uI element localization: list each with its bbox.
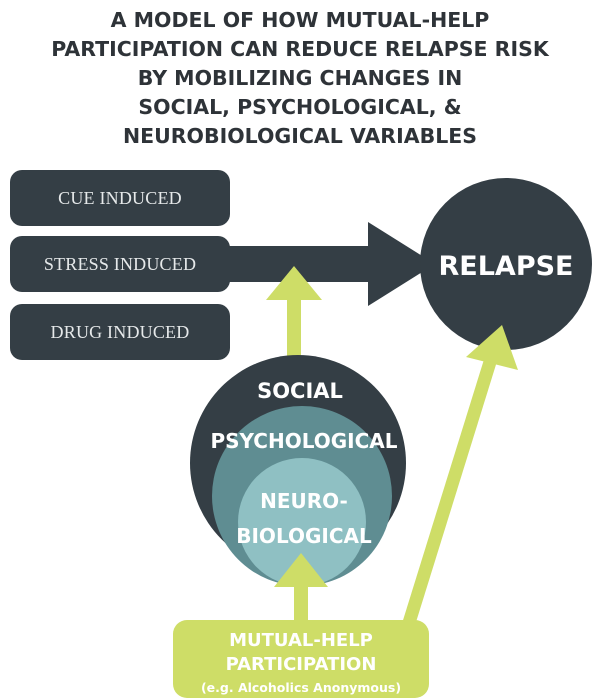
trigger-stress: STRESS INDUCED xyxy=(10,236,230,292)
neuro-label-line1: NEURO- xyxy=(260,489,348,513)
psychological-label: PSYCHOLOGICAL xyxy=(210,429,397,453)
trigger-label: CUE INDUCED xyxy=(58,188,182,208)
mutual-help-box: MUTUAL-HELP PARTICIPATION (e.g. Alcoholi… xyxy=(173,620,429,698)
trigger-label: DRUG INDUCED xyxy=(51,322,190,342)
mutual-help-line1: MUTUAL-HELP xyxy=(229,630,373,651)
title-line: BY MOBILIZING CHANGES IN xyxy=(137,66,463,90)
participation-to-relapse-arrow xyxy=(401,325,518,628)
social-label: SOCIAL xyxy=(257,379,343,403)
mutual-help-line2: PARTICIPATION xyxy=(226,654,377,675)
trigger-label: STRESS INDUCED xyxy=(44,254,196,274)
title-line: PARTICIPATION CAN REDUCE RELAPSE RISK xyxy=(51,37,549,61)
title-line: SOCIAL, PSYCHOLOGICAL, & xyxy=(138,95,462,119)
nested-layers: SOCIAL PSYCHOLOGICAL NEURO- BIOLOGICAL xyxy=(190,355,406,586)
layers-to-pathway-arrow xyxy=(266,266,322,372)
diagram-title: A MODEL OF HOW MUTUAL-HELP PARTICIPATION… xyxy=(0,6,600,151)
relapse-label: RELAPSE xyxy=(438,251,573,282)
title-line: A MODEL OF HOW MUTUAL-HELP xyxy=(110,8,490,32)
trigger-drug: DRUG INDUCED xyxy=(10,304,230,360)
participation-to-layers-arrow xyxy=(274,553,328,624)
neuro-label-line2: BIOLOGICAL xyxy=(236,524,372,548)
mutual-help-example: (e.g. Alcoholics Anonymous) xyxy=(201,680,401,695)
relapse-node: RELAPSE xyxy=(420,178,592,350)
trigger-cue: CUE INDUCED xyxy=(10,170,230,226)
title-line: NEUROBIOLOGICAL VARIABLES xyxy=(122,124,478,148)
neurobiological-layer xyxy=(238,458,366,586)
main-arrow xyxy=(220,222,435,306)
